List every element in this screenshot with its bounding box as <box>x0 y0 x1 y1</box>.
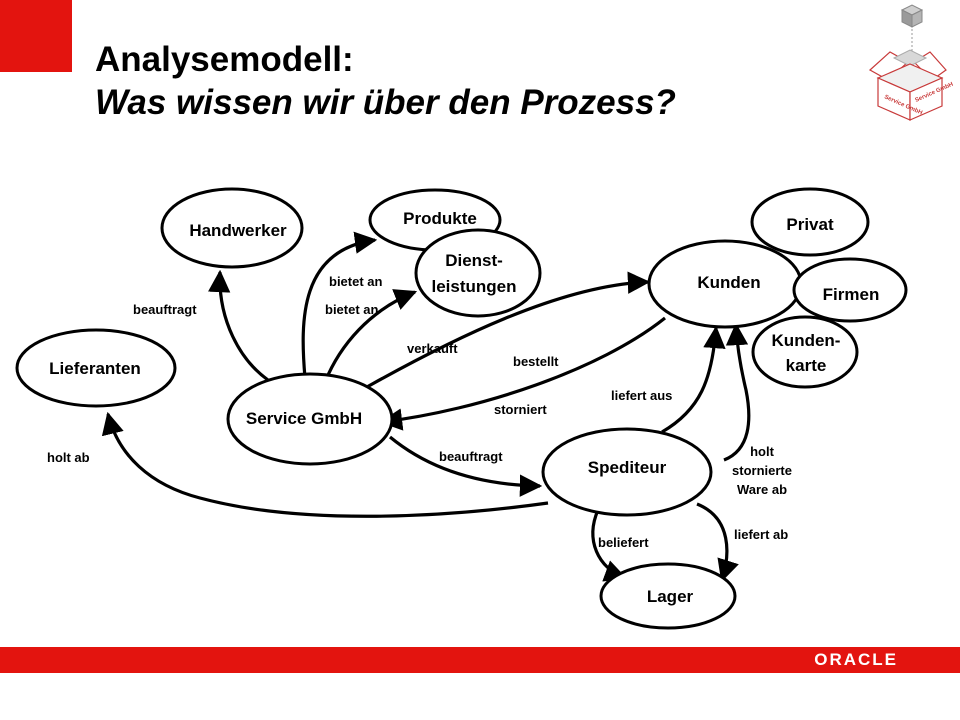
edge-label-holt-stornierte-3: Ware ab <box>737 482 787 497</box>
edge-service-dienstleistungen <box>323 289 418 383</box>
edge-label-beliefert: beliefert <box>598 535 649 550</box>
node-dienstleistungen-label-2: leistungen <box>431 277 516 296</box>
node-lieferanten-label: Lieferanten <box>49 359 141 378</box>
edge-label-liefert-ab: liefert ab <box>734 527 788 542</box>
edge-service-spediteur <box>388 435 543 497</box>
edge-label-holt-ab: holt ab <box>47 450 90 465</box>
page-title: Analysemodell: Was wissen wir über den P… <box>95 38 676 124</box>
node-handwerker-label: Handwerker <box>189 221 287 240</box>
node-kundenkarte-label-1: Kunden- <box>772 331 841 350</box>
edge-label-bietet-an-produkte: bietet an <box>329 274 383 289</box>
node-service <box>226 372 394 466</box>
edge-spediteur-kunden-storno <box>723 322 751 462</box>
edge-label-holt-stornierte-1: holt <box>750 444 774 459</box>
edge-service-kunden-verkauft <box>357 271 651 394</box>
service-box-logo: Service GmbH Service GmbH <box>868 4 954 121</box>
node-firmen <box>792 257 908 323</box>
node-kundenkarte-label-2: karte <box>786 356 827 375</box>
edge-service-handwerker <box>207 269 269 382</box>
edge-spediteur-lieferanten <box>101 411 549 518</box>
node-service-label: Service GmbH <box>246 409 362 428</box>
footer-bar <box>0 647 960 673</box>
edge-label-liefert-aus: liefert aus <box>611 388 672 403</box>
edge-spediteur-kunden <box>661 325 726 434</box>
edge-label-verkauft: verkauft <box>407 341 458 356</box>
edge-label-bietet-an-dienst: bietet an <box>325 302 379 317</box>
node-spediteur <box>541 427 713 517</box>
title-line-1: Analysemodell: <box>95 40 354 79</box>
node-dienstleistungen-label-1: Dienst- <box>445 251 503 270</box>
node-privat-label: Privat <box>786 215 834 234</box>
edge-label-bestellt: bestellt <box>513 354 559 369</box>
edge-label-holt-stornierte-2: stornierte <box>732 463 792 478</box>
oracle-logo: ORACLE <box>814 650 898 669</box>
edge-label-beauftragt-handwerker: beauftragt <box>133 302 197 317</box>
title-line-2: Was wissen wir über den Prozess? <box>95 83 676 122</box>
node-handwerker <box>160 187 304 269</box>
node-lager-label: Lager <box>647 587 694 606</box>
node-kundenkarte <box>751 315 859 389</box>
node-firmen-label: Firmen <box>823 285 880 304</box>
node-lager <box>599 562 737 630</box>
node-produkte-label: Produkte <box>403 209 477 228</box>
edge-service-produkte <box>301 231 378 379</box>
node-kunden-label: Kunden <box>697 273 760 292</box>
node-lieferanten <box>15 328 177 408</box>
edge-kunden-service-storniert <box>379 316 666 431</box>
edge-label-beauftragt-spediteur: beauftragt <box>439 449 503 464</box>
node-dienstleistungen <box>414 228 542 318</box>
edge-label-storniert: storniert <box>494 402 547 417</box>
corner-accent <box>0 0 72 72</box>
node-spediteur-label: Spediteur <box>588 458 667 477</box>
node-privat <box>750 187 870 257</box>
edge-lager-spediteur <box>696 502 739 583</box>
